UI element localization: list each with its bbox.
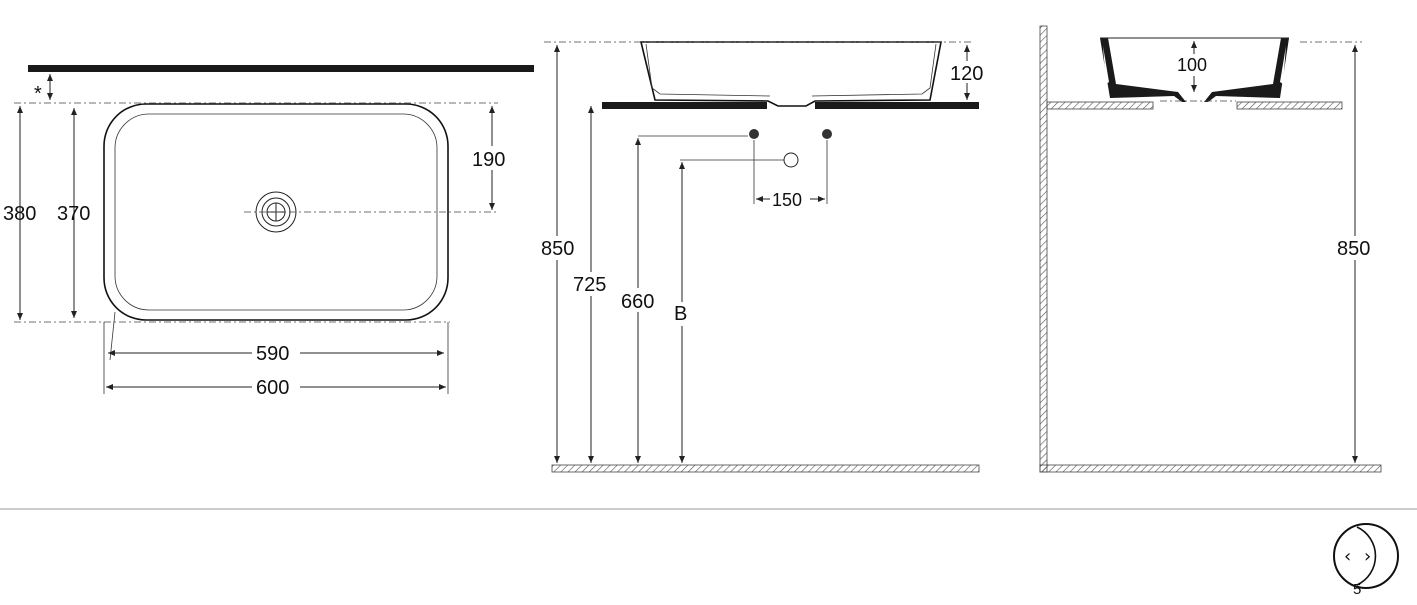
- dim-190: 190: [472, 149, 505, 171]
- waste-outlet-point: [783, 152, 799, 168]
- countertop-side-left: [1046, 101, 1154, 110]
- dim-B: B: [674, 303, 687, 325]
- page-nav-badge[interactable]: ‹ › 5: [1333, 523, 1399, 598]
- dim-850-front: 850: [541, 238, 574, 260]
- next-page-icon[interactable]: ›: [1364, 546, 1371, 567]
- cold-water-point: [822, 129, 832, 139]
- dim-150: 150: [772, 190, 802, 210]
- floor-side: [1039, 464, 1382, 473]
- dim-725: 725: [573, 274, 606, 296]
- hot-water-point: [749, 129, 759, 139]
- top-view: * 380 370 190 590: [3, 65, 534, 399]
- dim-600: 600: [256, 377, 289, 399]
- basin-front-profile: [639, 41, 942, 107]
- countertop-right: [815, 102, 979, 109]
- wall-side: [1039, 25, 1048, 473]
- dim-120: 120: [950, 63, 983, 85]
- countertop-left: [602, 102, 767, 109]
- wall-edge: [28, 65, 534, 72]
- basin-outer-outline: [103, 103, 449, 321]
- dim-100: 100: [1177, 55, 1207, 75]
- basin-inner-outline: [114, 113, 438, 311]
- front-view: 120 150 850 725 660 B: [540, 41, 988, 473]
- dim-660: 660: [621, 291, 654, 313]
- countertop-side-right: [1236, 101, 1343, 110]
- basin-side-section: [1100, 38, 1186, 102]
- page-number: 5: [1353, 581, 1361, 598]
- dim-380: 380: [3, 203, 36, 225]
- side-view: 100 850: [1039, 25, 1382, 473]
- clearance-marker: *: [34, 83, 42, 105]
- dim-850-side: 850: [1337, 238, 1370, 260]
- floor-front: [551, 464, 980, 473]
- dim-590: 590: [256, 343, 289, 365]
- prev-page-icon[interactable]: ‹: [1344, 546, 1351, 567]
- dim-370: 370: [57, 203, 90, 225]
